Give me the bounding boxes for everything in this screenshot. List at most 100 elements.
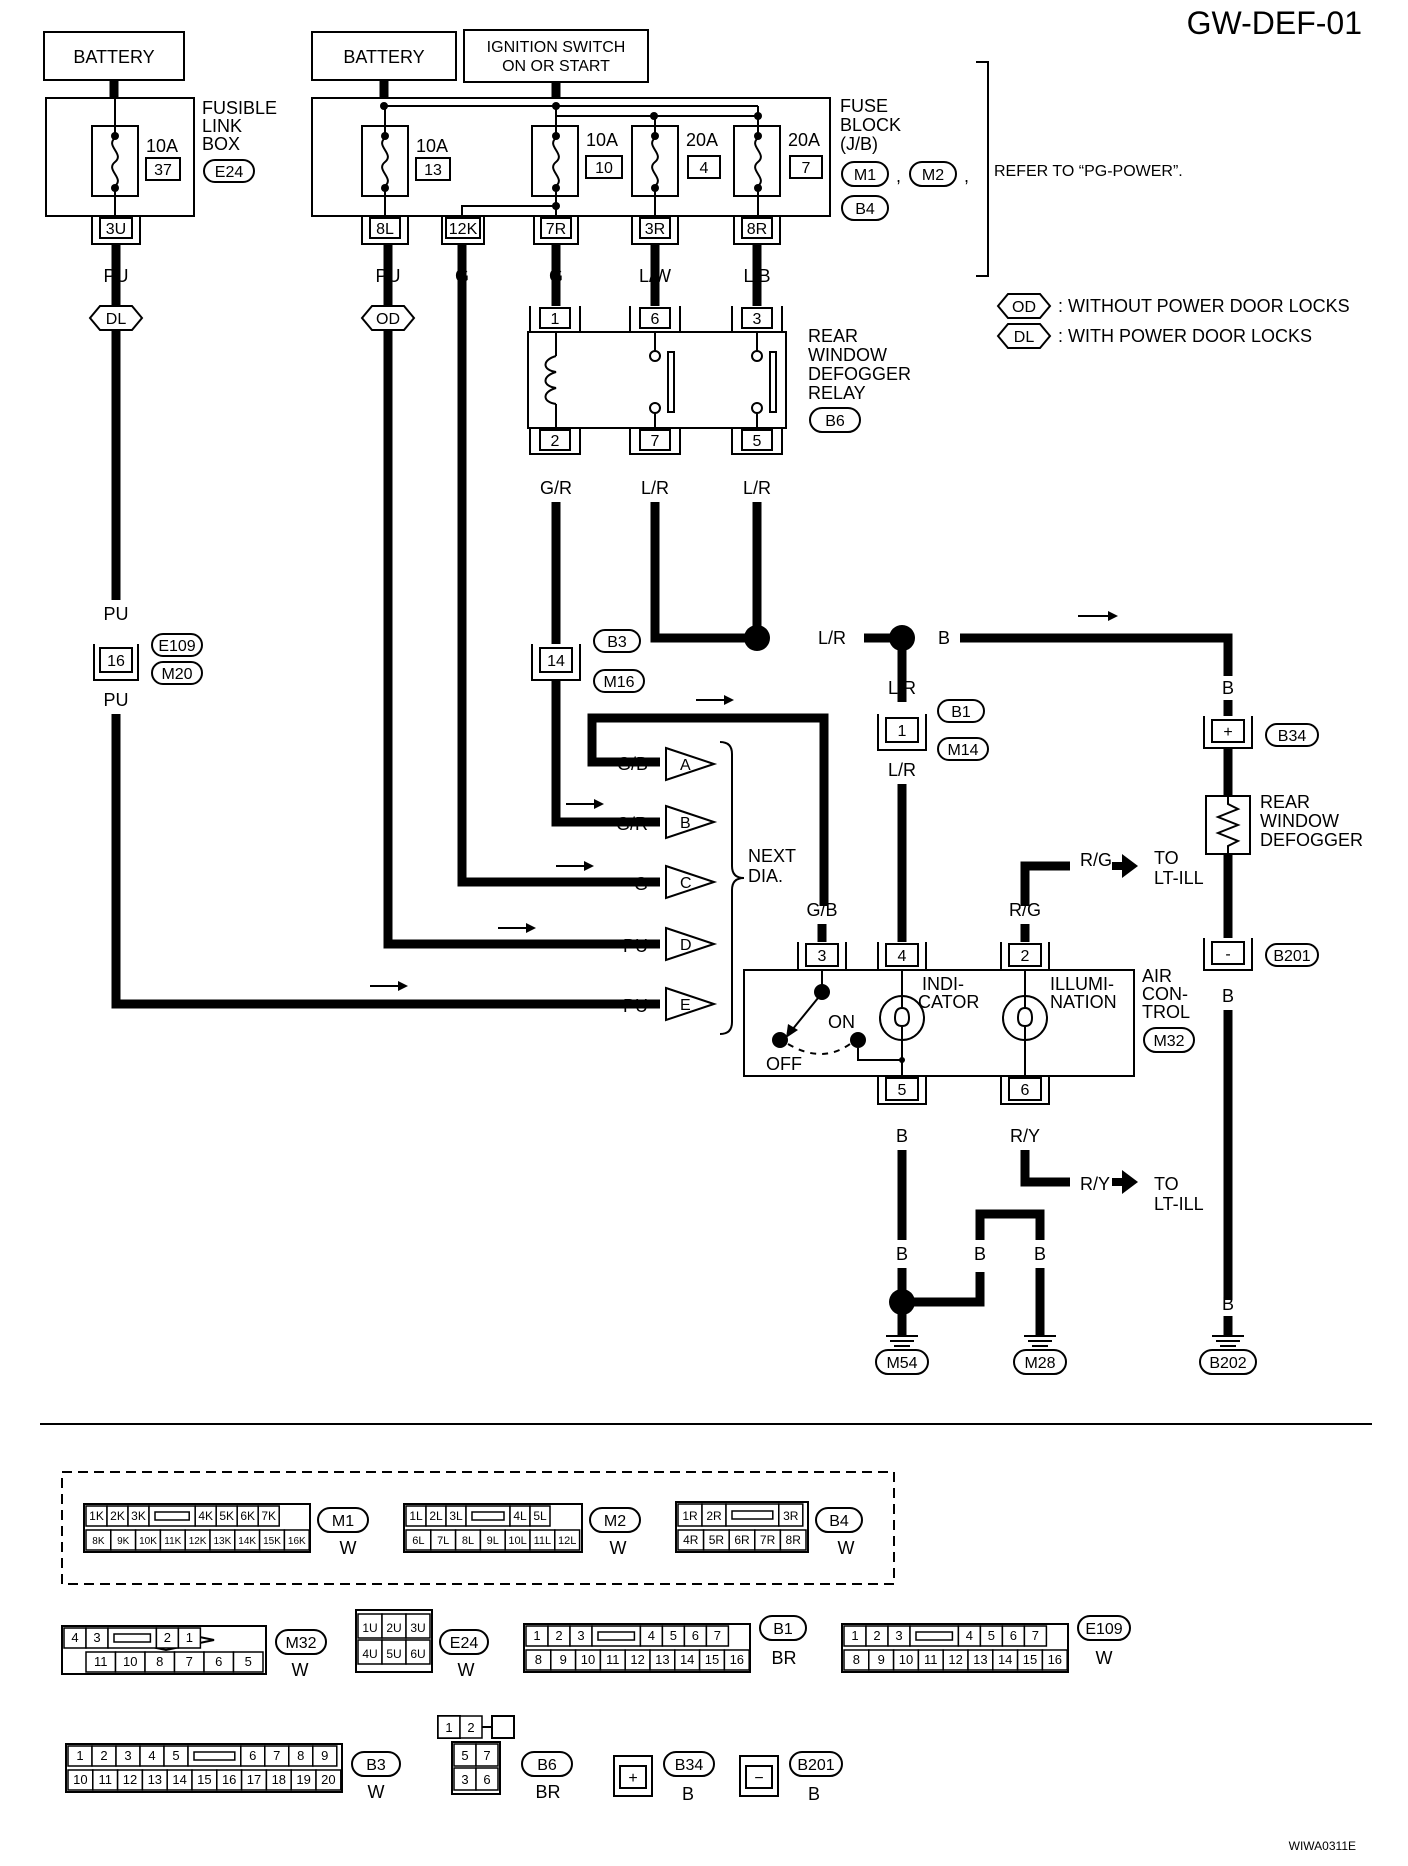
connector-cell bbox=[283, 1529, 310, 1551]
connector-cell bbox=[779, 1529, 807, 1551]
svg-text:M2: M2 bbox=[922, 167, 944, 184]
connector-pin-label: 10 bbox=[899, 1652, 913, 1667]
svg-text:6: 6 bbox=[1021, 1082, 1030, 1099]
svg-text:B4: B4 bbox=[855, 201, 875, 218]
svg-text:W: W bbox=[610, 1538, 627, 1558]
connector-pin-label: 5K bbox=[219, 1509, 234, 1523]
connector-pin-label: 9 bbox=[878, 1652, 885, 1667]
connector-cell bbox=[312, 1745, 338, 1767]
svg-text:M1: M1 bbox=[332, 1513, 354, 1530]
svg-text:8R: 8R bbox=[747, 221, 767, 238]
svg-text:R/G: R/G bbox=[1080, 850, 1112, 870]
connector-pin-label: 1 bbox=[533, 1628, 540, 1643]
connector-pin-label: 11K bbox=[164, 1536, 181, 1547]
connector-cell bbox=[1023, 1625, 1048, 1647]
refer-note: REFER TO “PG-POWER”. bbox=[994, 163, 1183, 180]
svg-text:E: E bbox=[680, 997, 691, 1014]
connector-pin-label: 13 bbox=[655, 1652, 669, 1667]
connector-pin-label: 12 bbox=[630, 1652, 644, 1667]
legend: OD : WITHOUT POWER DOOR LOCKS DL : WITH … bbox=[996, 293, 1350, 349]
connector-pin-label: 10 bbox=[123, 1654, 137, 1669]
svg-text:B4: B4 bbox=[829, 1513, 849, 1530]
connector-pin-label: 15 bbox=[1023, 1652, 1037, 1667]
svg-text:8L: 8L bbox=[376, 221, 394, 238]
connector-pin-label: 1U bbox=[362, 1621, 377, 1635]
svg-text:INDI-: INDI- bbox=[922, 974, 964, 994]
svg-text:B: B bbox=[1222, 986, 1234, 1006]
svg-text:E24: E24 bbox=[450, 1635, 479, 1652]
svg-text:L/R: L/R bbox=[818, 628, 846, 648]
connector-pin-label: 8 bbox=[297, 1748, 304, 1763]
connector-pin-label: 6 bbox=[249, 1748, 256, 1763]
connector-pin-label: 15 bbox=[197, 1772, 211, 1787]
connector-pin-label: 7 bbox=[714, 1628, 721, 1643]
connector-pin-label: 8R bbox=[786, 1533, 802, 1547]
svg-text:12K: 12K bbox=[449, 221, 478, 238]
connector-pin-label: 1K bbox=[89, 1509, 104, 1523]
connector-pin-label: 11L bbox=[534, 1535, 552, 1547]
connector-pin-label: 18 bbox=[272, 1772, 286, 1787]
svg-text:3U: 3U bbox=[106, 221, 126, 238]
svg-text:B: B bbox=[1034, 1244, 1046, 1264]
connector-pin-label: 5U bbox=[386, 1647, 401, 1661]
fl-label-2: LINK bbox=[202, 116, 242, 136]
svg-text:6: 6 bbox=[651, 311, 660, 328]
connector-pin-label: 10L bbox=[508, 1535, 526, 1547]
connector-pin-label: 3 bbox=[895, 1628, 902, 1643]
svg-text:G/B: G/B bbox=[806, 900, 837, 920]
connector-pin-label: 14 bbox=[172, 1772, 186, 1787]
svg-text:E109: E109 bbox=[158, 638, 195, 655]
connector-pin-label: 2 bbox=[164, 1630, 171, 1645]
connector-pin-label: 8 bbox=[853, 1652, 860, 1667]
svg-text:7: 7 bbox=[651, 433, 660, 450]
svg-text:WINDOW: WINDOW bbox=[1260, 811, 1339, 831]
connector-pin-label: 6K bbox=[240, 1509, 255, 1523]
svg-text:G/R: G/R bbox=[540, 478, 572, 498]
svg-text:20A: 20A bbox=[686, 130, 718, 150]
connector-pin-label: 9K bbox=[117, 1536, 130, 1547]
connector-lock bbox=[113, 1633, 152, 1643]
svg-text:13: 13 bbox=[424, 162, 442, 179]
connector-lock bbox=[154, 1511, 190, 1521]
svg-text:D: D bbox=[680, 937, 692, 954]
connector-pin-label: 7K bbox=[261, 1509, 276, 1523]
connector-pin-label: 3R bbox=[783, 1509, 799, 1523]
connector-pin-label: 12K bbox=[189, 1536, 207, 1547]
svg-text:,: , bbox=[964, 166, 969, 186]
connector-pin-label: 1L bbox=[409, 1509, 423, 1523]
connector-pin-label: 2 bbox=[873, 1628, 880, 1643]
connector-cell bbox=[357, 1639, 383, 1665]
connector-pin-label: 10K bbox=[139, 1536, 157, 1547]
fuse-block: 10A 13 10A 10 20A 4 20A 7 bbox=[311, 97, 831, 217]
svg-text:LT-ILL: LT-ILL bbox=[1154, 1194, 1204, 1214]
figure-code: WIWA0311E bbox=[1289, 1839, 1356, 1853]
connector-pin-label: 1 bbox=[445, 1720, 452, 1735]
svg-text:B201: B201 bbox=[797, 1757, 834, 1774]
connector-pin-label: 5R bbox=[709, 1533, 725, 1547]
fl-label-1: FUSIBLE bbox=[202, 98, 277, 118]
svg-text:B: B bbox=[1222, 678, 1234, 698]
svg-text:M16: M16 bbox=[603, 674, 634, 691]
svg-text:B: B bbox=[680, 815, 691, 832]
svg-text:10A: 10A bbox=[586, 130, 618, 150]
svg-text:OD: OD bbox=[376, 311, 400, 328]
svg-text:2: 2 bbox=[551, 433, 560, 450]
svg-text:L/R: L/R bbox=[743, 478, 771, 498]
svg-text:20A: 20A bbox=[788, 130, 820, 150]
svg-text:W: W bbox=[292, 1660, 309, 1680]
svg-text:B34: B34 bbox=[1278, 728, 1307, 745]
connector-lock bbox=[915, 1631, 954, 1641]
fl-label-3: BOX bbox=[202, 134, 240, 154]
svg-text:5: 5 bbox=[753, 433, 762, 450]
connector-pin-label: 4U bbox=[362, 1647, 377, 1661]
connector-pin-label: 11 bbox=[606, 1652, 620, 1667]
svg-text:M54: M54 bbox=[886, 1355, 917, 1372]
connector-cell bbox=[405, 1639, 431, 1665]
connector-e109-m20: 16 E109 M20 bbox=[93, 633, 203, 685]
svg-text:W: W bbox=[838, 1538, 855, 1558]
connector-pin-label: 7 bbox=[273, 1748, 280, 1763]
svg-text:B201: B201 bbox=[1273, 948, 1310, 965]
connector-pin-label: 5L bbox=[533, 1509, 547, 1523]
svg-text:M20: M20 bbox=[161, 666, 192, 683]
